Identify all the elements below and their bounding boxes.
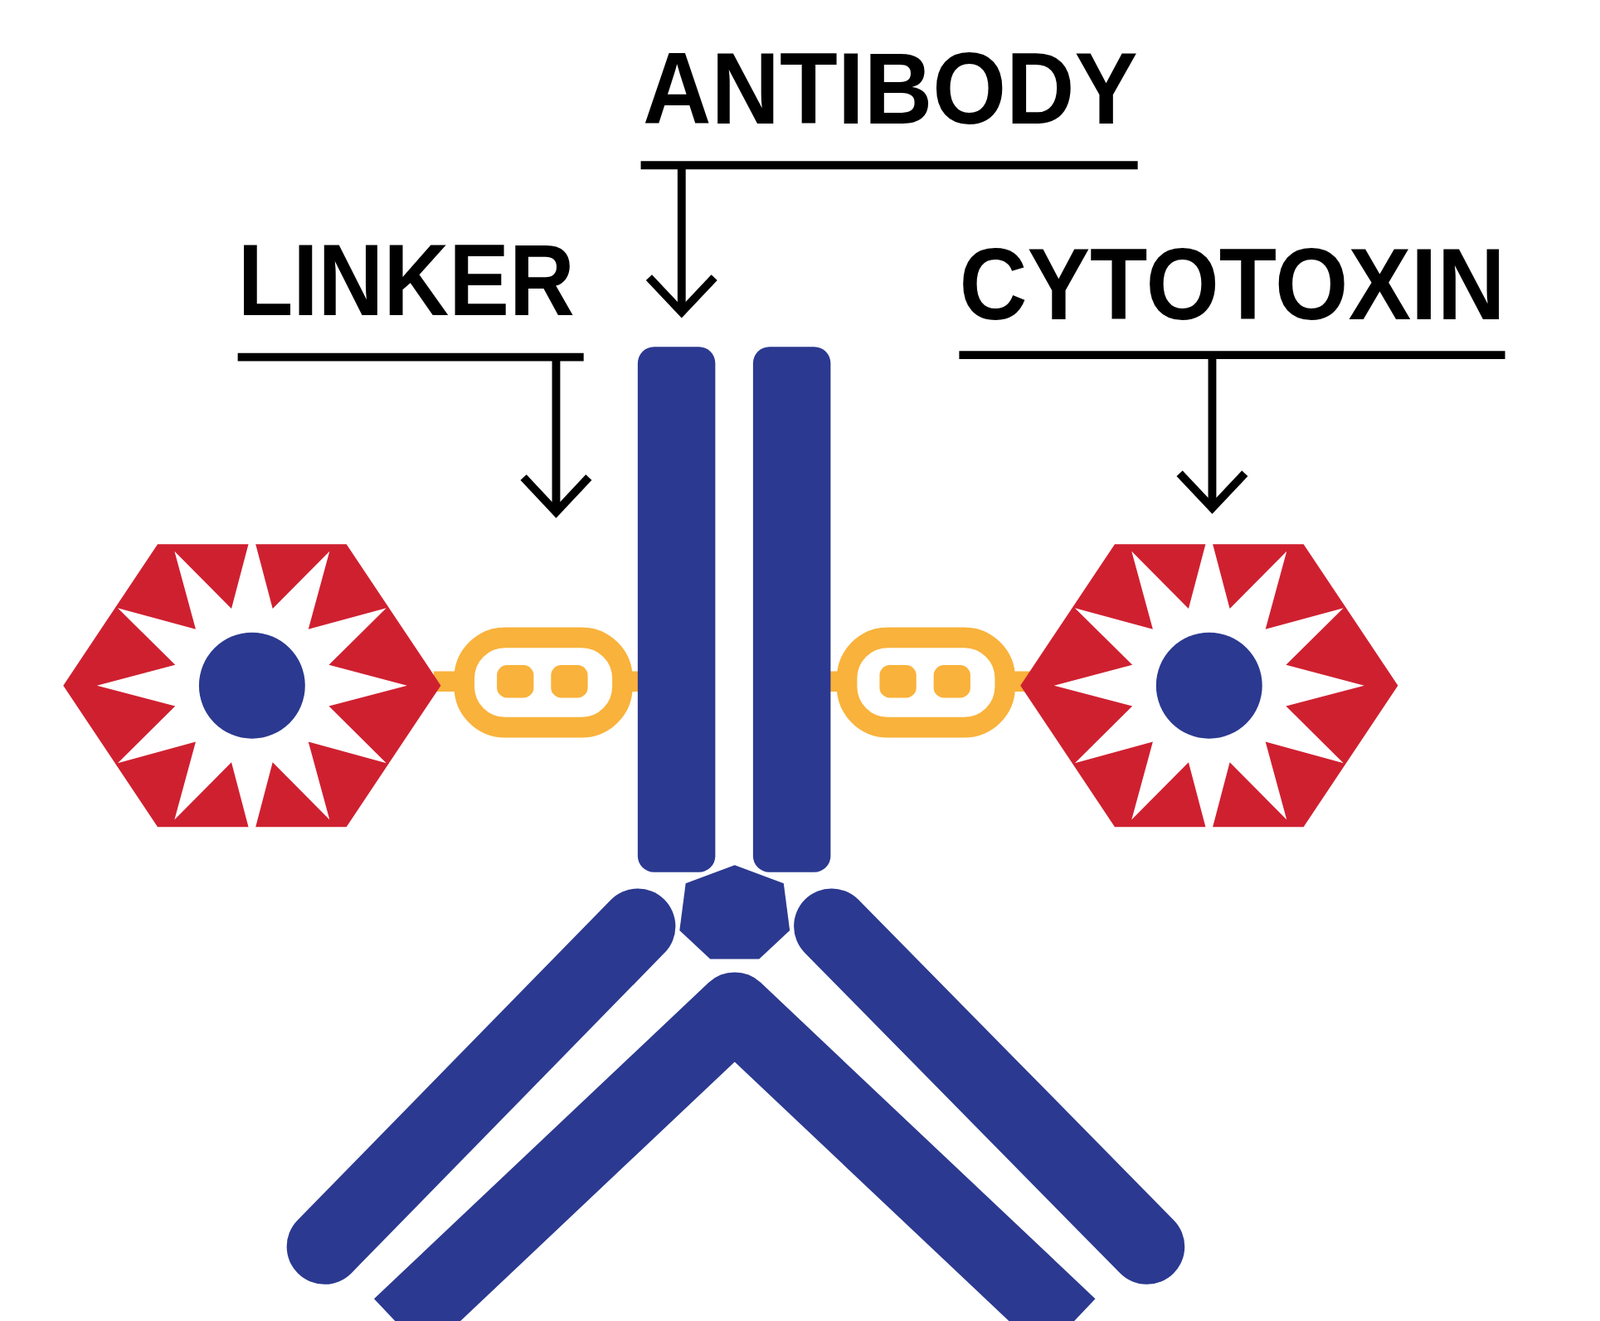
part-label: LINKER [238,228,575,331]
linker-inner-links [496,665,971,698]
cytotoxin-icons [63,530,1398,842]
antibody-arms [324,926,1148,1321]
leader-lines [238,165,1506,512]
linker-chain [433,637,1033,728]
antibody [637,346,832,959]
cytotoxin-burst [1054,530,1365,842]
cytotoxin-core [1156,632,1263,740]
cytotoxin-burst [97,530,408,842]
part-label: CYTOTOXIN [958,232,1505,335]
part-label: ANTIBODY [642,36,1138,139]
cytotoxin-core [199,632,306,740]
